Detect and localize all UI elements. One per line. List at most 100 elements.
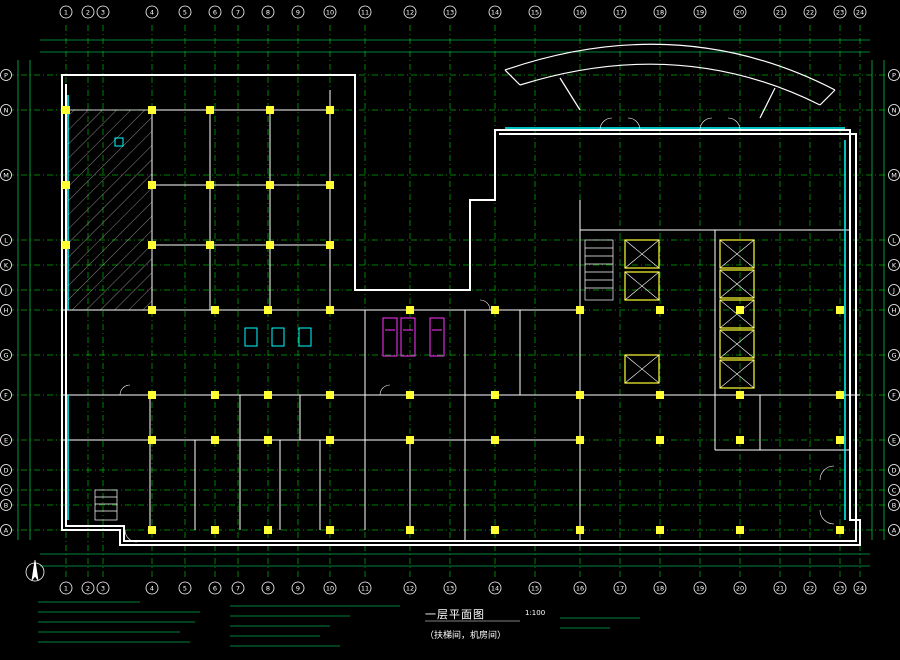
column-mark bbox=[211, 306, 219, 314]
axis-bubble-col: 17 bbox=[613, 5, 627, 19]
axis-label: 21 bbox=[776, 585, 784, 593]
axis-bubble-row: D bbox=[0, 464, 12, 476]
axis-label: 13 bbox=[446, 9, 454, 17]
axis-bubble-row: K bbox=[888, 259, 900, 271]
elevator-shaft bbox=[624, 354, 660, 384]
elevator-shaft bbox=[719, 269, 755, 299]
axis-bubble-col: 1 bbox=[59, 581, 73, 595]
axis-bubble-row: E bbox=[0, 434, 12, 446]
column-mark bbox=[206, 106, 214, 114]
axis-label: 12 bbox=[406, 585, 414, 593]
column-mark bbox=[736, 306, 744, 314]
axis-bubble-col: 14 bbox=[488, 581, 502, 595]
column-mark bbox=[406, 391, 414, 399]
axis-bubble-col: 6 bbox=[208, 5, 222, 19]
axis-label: 2 bbox=[86, 585, 90, 593]
column-mark bbox=[836, 526, 844, 534]
hatched-zone bbox=[67, 109, 153, 311]
axis-label: 3 bbox=[101, 9, 105, 17]
column-mark bbox=[62, 106, 70, 114]
column-mark bbox=[211, 391, 219, 399]
axis-bubble-row: B bbox=[0, 499, 12, 511]
axis-label: 16 bbox=[576, 9, 584, 17]
column-mark bbox=[656, 391, 664, 399]
axis-bubble-row: L bbox=[0, 234, 12, 246]
column-mark bbox=[326, 241, 334, 249]
axis-label: 8 bbox=[266, 9, 270, 17]
column-mark bbox=[326, 106, 334, 114]
column-mark bbox=[148, 181, 156, 189]
column-mark bbox=[148, 306, 156, 314]
column-mark bbox=[211, 436, 219, 444]
axis-label: B bbox=[892, 502, 896, 510]
axis-label: N bbox=[4, 107, 9, 115]
axis-bubble-row: M bbox=[0, 169, 12, 181]
axis-label: K bbox=[4, 262, 9, 270]
axis-bubble-row: E bbox=[888, 434, 900, 446]
axis-bubble-col: 2 bbox=[81, 581, 95, 595]
column-mark bbox=[62, 181, 70, 189]
axis-label: 8 bbox=[266, 585, 270, 593]
axis-label: 16 bbox=[576, 585, 584, 593]
axis-bubble-row: J bbox=[0, 284, 12, 296]
axis-label: 24 bbox=[856, 9, 864, 17]
column-mark bbox=[656, 526, 664, 534]
axis-label: H bbox=[892, 307, 897, 315]
axis-label: 10 bbox=[326, 585, 334, 593]
axis-bubble-row: P bbox=[0, 69, 12, 81]
axis-bubble-row: K bbox=[0, 259, 12, 271]
drawing-scale: 1:100 bbox=[525, 609, 546, 617]
axis-bubbles: 1122334455667788991010111112121313141415… bbox=[0, 5, 900, 595]
axis-bubble-col: 19 bbox=[693, 581, 707, 595]
axis-bubble-row: F bbox=[888, 389, 900, 401]
axis-bubble-row: H bbox=[888, 304, 900, 316]
axis-bubble-col: 3 bbox=[96, 581, 110, 595]
axis-bubble-col: 24 bbox=[853, 5, 867, 19]
axis-label: 12 bbox=[406, 9, 414, 17]
column-mark bbox=[656, 436, 664, 444]
axis-label: 17 bbox=[616, 9, 624, 17]
axis-label: 22 bbox=[806, 585, 814, 593]
column-mark bbox=[576, 526, 584, 534]
axis-label: M bbox=[891, 172, 897, 180]
column-mark bbox=[326, 391, 334, 399]
drawing-title: 一层平面图 bbox=[425, 608, 485, 621]
axis-bubble-col: 23 bbox=[833, 581, 847, 595]
axis-label: 2 bbox=[86, 9, 90, 17]
stair bbox=[94, 239, 614, 521]
axis-label: 24 bbox=[856, 585, 864, 593]
column-mark bbox=[206, 241, 214, 249]
axis-label: 18 bbox=[656, 585, 664, 593]
axis-bubble-col: 10 bbox=[323, 5, 337, 19]
axis-label: K bbox=[892, 262, 897, 270]
axis-bubble-col: 15 bbox=[528, 581, 542, 595]
column-mark bbox=[406, 436, 414, 444]
axis-label: 18 bbox=[656, 9, 664, 17]
axis-bubble-col: 21 bbox=[773, 581, 787, 595]
axis-bubble-col: 4 bbox=[145, 581, 159, 595]
wash-basins bbox=[114, 137, 312, 347]
axis-bubble-col: 6 bbox=[208, 581, 222, 595]
axis-label: C bbox=[4, 487, 9, 495]
column-mark bbox=[736, 526, 744, 534]
axis-label: 1 bbox=[64, 585, 68, 593]
axis-label: 15 bbox=[531, 9, 539, 17]
axis-bubble-col: 8 bbox=[261, 581, 275, 595]
axis-label: 19 bbox=[696, 585, 704, 593]
column-mark bbox=[62, 241, 70, 249]
axis-label: 22 bbox=[806, 9, 814, 17]
axis-bubble-col: 19 bbox=[693, 5, 707, 19]
axis-label: 6 bbox=[213, 9, 217, 17]
axis-label: 21 bbox=[776, 9, 784, 17]
column-mark bbox=[211, 526, 219, 534]
axis-label: 17 bbox=[616, 585, 624, 593]
axis-label: N bbox=[892, 107, 897, 115]
axis-bubble-col: 24 bbox=[853, 581, 867, 595]
axis-bubble-col: 9 bbox=[291, 581, 305, 595]
column-mark bbox=[491, 526, 499, 534]
column-mark bbox=[836, 436, 844, 444]
column-mark bbox=[656, 306, 664, 314]
axis-label: A bbox=[892, 527, 897, 535]
north-arrow-icon bbox=[25, 559, 45, 582]
axis-label: 6 bbox=[213, 585, 217, 593]
